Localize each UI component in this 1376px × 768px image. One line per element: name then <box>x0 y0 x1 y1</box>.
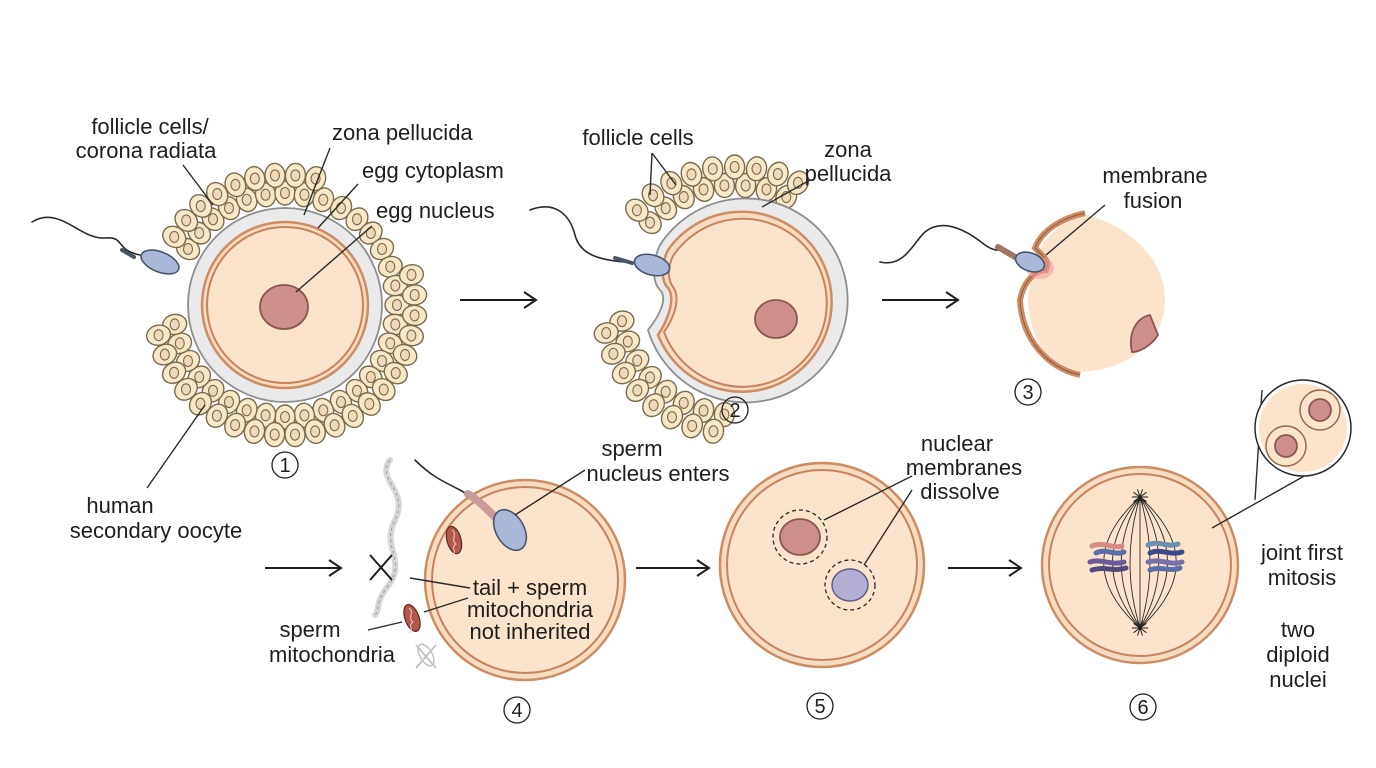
follicle-cells-ring-1 <box>145 162 428 448</box>
sperm-1 <box>31 216 180 275</box>
label-zona-pellucida-2a: zona <box>824 137 872 162</box>
step-2-number: 2 <box>729 400 740 422</box>
label-human-oocyte-1: human <box>86 493 153 518</box>
label-joint-mitosis-1: joint first <box>1260 540 1343 565</box>
chromosomes <box>1087 540 1185 573</box>
step-5-marker: 5 <box>806 692 834 720</box>
dissolving-membrane-sperm <box>824 559 876 611</box>
label-sperm-mito-1: sperm <box>279 617 340 642</box>
step-3-number: 3 <box>1022 382 1033 404</box>
label-diploid-nuclei-3: nuclei <box>1269 667 1326 692</box>
leader-cytoplasm <box>317 183 359 229</box>
sperm-tail-faded <box>372 457 402 618</box>
egg-nucleus-3 <box>1130 313 1160 353</box>
label-sperm-nucleus-1: sperm <box>601 436 662 461</box>
step-3-marker: 3 <box>1014 378 1042 406</box>
leader-tail-mito <box>423 597 469 613</box>
stage-5-dissolve <box>718 461 926 669</box>
label-egg-nucleus: egg nucleus <box>376 198 495 223</box>
inset-nucleus-2 <box>1274 434 1298 458</box>
label-nuclear-membranes-2: membranes <box>906 455 1022 480</box>
leader-zona-2 <box>761 179 811 208</box>
label-joint-mitosis-2: mitosis <box>1268 565 1336 590</box>
leader-oocyte <box>146 404 206 489</box>
label-follicle-cells-2: follicle cells <box>582 125 693 150</box>
follicle-cells-2 <box>593 154 810 444</box>
step-4-number: 4 <box>511 700 522 722</box>
label-tail-sperm-3: not inherited <box>469 619 590 644</box>
egg-nucleus-1 <box>259 284 309 330</box>
leader-nucleus <box>295 225 373 293</box>
stage-3-fusion <box>879 210 1165 378</box>
step-1-marker: 1 <box>271 451 299 479</box>
leader-follicle-2a <box>649 152 653 196</box>
leader-sperm-mito <box>367 621 403 631</box>
step-1-number: 1 <box>279 455 290 477</box>
label-zona-pellucida-2b: pellucida <box>805 161 893 186</box>
label-human-oocyte-2: secondary oocyte <box>70 518 242 543</box>
inset-two-nuclei <box>1211 379 1352 529</box>
label-nuclear-membranes-3: dissolve <box>920 479 999 504</box>
leader-zona-1 <box>303 147 331 216</box>
spindle-pole-bottom <box>1132 620 1148 636</box>
label-follicle-cells-corona-1: follicle cells/ <box>91 114 209 139</box>
step-6-number: 6 <box>1137 697 1148 719</box>
leader-sperm-nucleus <box>514 469 586 516</box>
step-5-number: 5 <box>814 696 825 718</box>
arrow-into-4 <box>265 559 343 577</box>
sperm-tail-faded-dash <box>374 459 400 616</box>
egg-cytoplasm-5 <box>726 469 918 661</box>
sperm-pronucleus-5 <box>831 568 869 602</box>
label-membrane-fusion-1: membrane <box>1102 163 1207 188</box>
label-membrane-fusion-2: fusion <box>1124 188 1183 213</box>
label-nuclear-membranes-1: nuclear <box>921 431 993 456</box>
leader-fusion <box>1045 204 1106 256</box>
sperm-head-4 <box>492 508 528 552</box>
sperm-head-2 <box>633 253 671 277</box>
leader-tail <box>409 577 471 589</box>
label-zona-pellucida-1: zona pellucida <box>332 120 473 145</box>
label-tail-sperm-2: mitochondria <box>467 597 594 622</box>
mitochondrion-inside <box>445 525 463 556</box>
arrow-4-5 <box>636 559 711 577</box>
sperm-2 <box>529 206 671 277</box>
leader-membranes-egg <box>823 475 913 521</box>
stage-6-mitosis <box>1040 379 1352 665</box>
stage-2-penetration <box>529 154 849 444</box>
crossed-mitochondrion <box>415 643 437 669</box>
egg-nucleus-2 <box>754 299 798 339</box>
egg-cytoplasm-4 <box>431 486 619 674</box>
leader-membranes-sperm <box>863 489 913 566</box>
sperm-head-1 <box>140 249 180 275</box>
label-follicle-cells-corona-2: corona radiata <box>76 138 217 163</box>
arrow-2-3 <box>882 291 960 309</box>
inset-nucleus-1 <box>1308 398 1332 422</box>
arrow-1-2 <box>460 291 538 309</box>
egg-pronucleus-5 <box>779 518 821 556</box>
label-diploid-nuclei-1: two <box>1281 617 1315 642</box>
label-sperm-mito-2: mitochondria <box>269 642 396 667</box>
label-sperm-nucleus-2: nucleus enters <box>586 461 729 486</box>
sperm-3 <box>879 224 1046 273</box>
label-egg-cytoplasm: egg cytoplasm <box>362 158 504 183</box>
egg-cytoplasm-2 <box>662 217 828 388</box>
label-diploid-nuclei-2: diploid <box>1266 642 1330 667</box>
step-6-marker: 6 <box>1129 693 1157 721</box>
mitochondrion-outside <box>403 604 421 634</box>
egg-cytoplasm-3 <box>1028 215 1165 372</box>
leader-follicle-2b <box>651 152 677 186</box>
stage-4-entry <box>369 457 627 682</box>
stage-1-oocyte <box>31 162 428 448</box>
step-4-marker: 4 <box>503 696 531 724</box>
spindle-pole-top <box>1132 489 1148 505</box>
arrow-5-6 <box>948 559 1023 577</box>
step-2-marker: 2 <box>721 396 749 424</box>
dissolving-membrane-egg <box>772 509 828 565</box>
x-mark-tail <box>369 554 393 581</box>
sperm-head-3 <box>1014 251 1046 273</box>
label-tail-sperm-1: tail + sperm <box>473 575 587 600</box>
leader-follicle-1 <box>182 164 214 206</box>
